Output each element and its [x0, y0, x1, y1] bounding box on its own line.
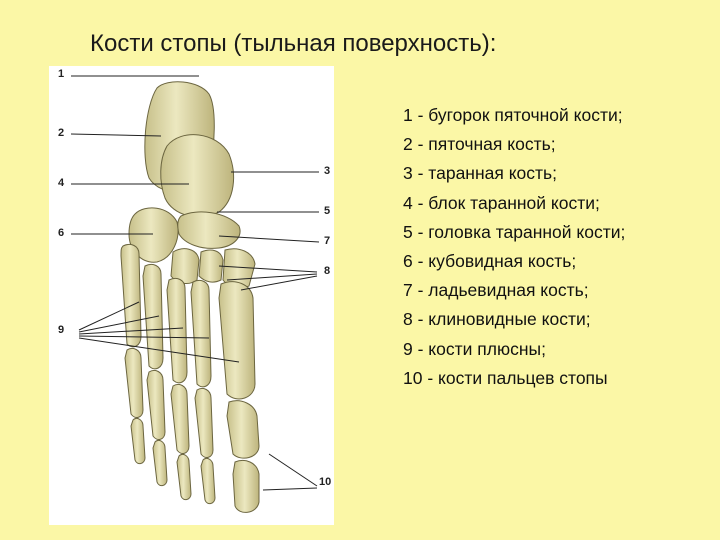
figure-number-6: 6	[58, 227, 65, 239]
metatarsal-bone	[166, 277, 188, 384]
phalanx-bone	[170, 383, 190, 454]
cuneiform-bone	[198, 249, 224, 283]
legend-item: 9 - кости плюсны;	[403, 338, 546, 359]
phalanx-bone	[152, 439, 168, 487]
cuboid-bone	[128, 207, 179, 263]
phalanx-bone	[226, 400, 260, 459]
figure-number-7: 7	[324, 235, 331, 247]
legend-item: 5 - головка таранной кости;	[403, 221, 626, 242]
navicular-bone	[177, 211, 241, 249]
phalanx-bone	[232, 460, 260, 513]
figure-number-8: 8	[324, 265, 331, 277]
metatarsal-bone	[218, 281, 256, 400]
bone-legend-list: 1 - бугорок пяточной кости; 2 - пяточная…	[403, 101, 625, 393]
talus-bone	[160, 134, 235, 218]
phalanx-bone	[146, 369, 166, 440]
legend-item: 10 - кости пальцев стопы	[403, 367, 608, 388]
metatarsal-bone	[120, 243, 142, 348]
phalanx-bone	[124, 347, 144, 418]
figure-number-1: 1	[58, 68, 65, 80]
figure-number-3: 3	[324, 165, 331, 177]
metatarsal-bone	[190, 279, 212, 388]
foot-skeleton-drawing	[70, 75, 320, 513]
legend-item: 4 - блок таранной кости;	[403, 192, 600, 213]
figure-number-9: 9	[58, 324, 65, 336]
phalanx-bone	[194, 387, 214, 458]
legend-item: 1 - бугорок пяточной кости;	[403, 105, 623, 125]
leader-lines	[70, 75, 320, 491]
phalanx-bone	[130, 417, 146, 465]
slide-title: Кости стопы (тыльная поверхность):	[90, 30, 497, 57]
legend-item: 7 - ладьевидная кость;	[403, 280, 589, 301]
legend-item: 8 - клиновидные кости;	[403, 309, 591, 330]
legend-item: 3 - таранная кость;	[403, 163, 558, 184]
legend-item: 2 - пяточная кость;	[403, 134, 556, 155]
figure-number-4: 4	[58, 177, 65, 189]
legend-item: 6 - кубовидная кость;	[403, 251, 577, 272]
phalanx-bone	[200, 457, 216, 505]
figure-number-2: 2	[58, 127, 65, 139]
figure-number-5: 5	[324, 205, 331, 217]
phalanx-bone	[176, 453, 192, 501]
figure-number-10: 10	[319, 476, 332, 488]
foot-bones-illustration: 1 2 3 4 5 6 7 8 9 10	[49, 66, 334, 525]
metatarsal-bone	[142, 263, 164, 370]
